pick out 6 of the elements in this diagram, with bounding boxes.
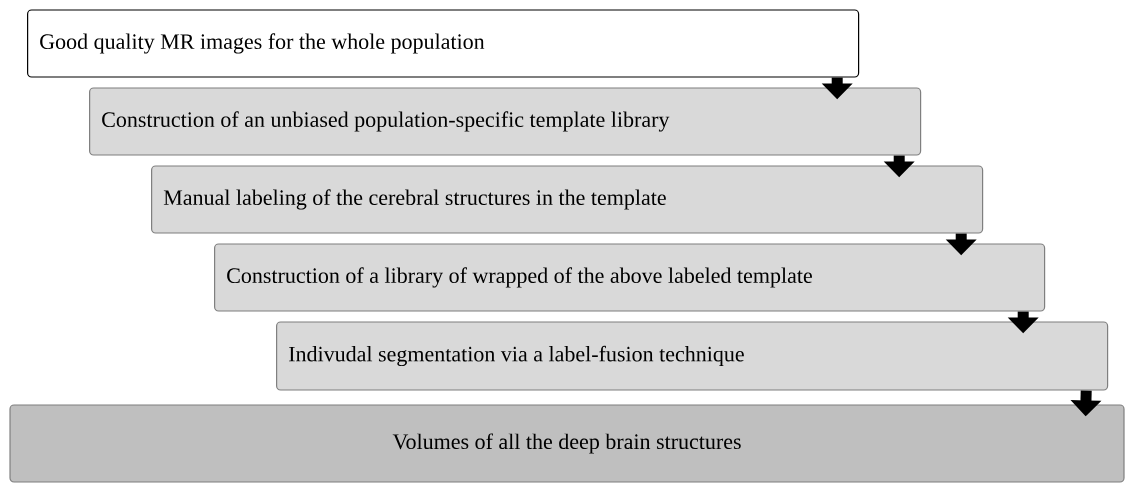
step-box: Good quality MR images for the whole population [27,9,860,78]
step-box: Manual labeling of the cerebral structures in the template [151,165,984,234]
step-box: Construction of a library of wrapped of the above labeled template [214,243,1046,312]
step-box: Construction of an unbiased population-specific template library [89,87,922,156]
result-box: Volumes of all the deep brain structures [9,404,1125,483]
step-box: Indivudal segmentation via a label-fusion technique [276,321,1109,391]
